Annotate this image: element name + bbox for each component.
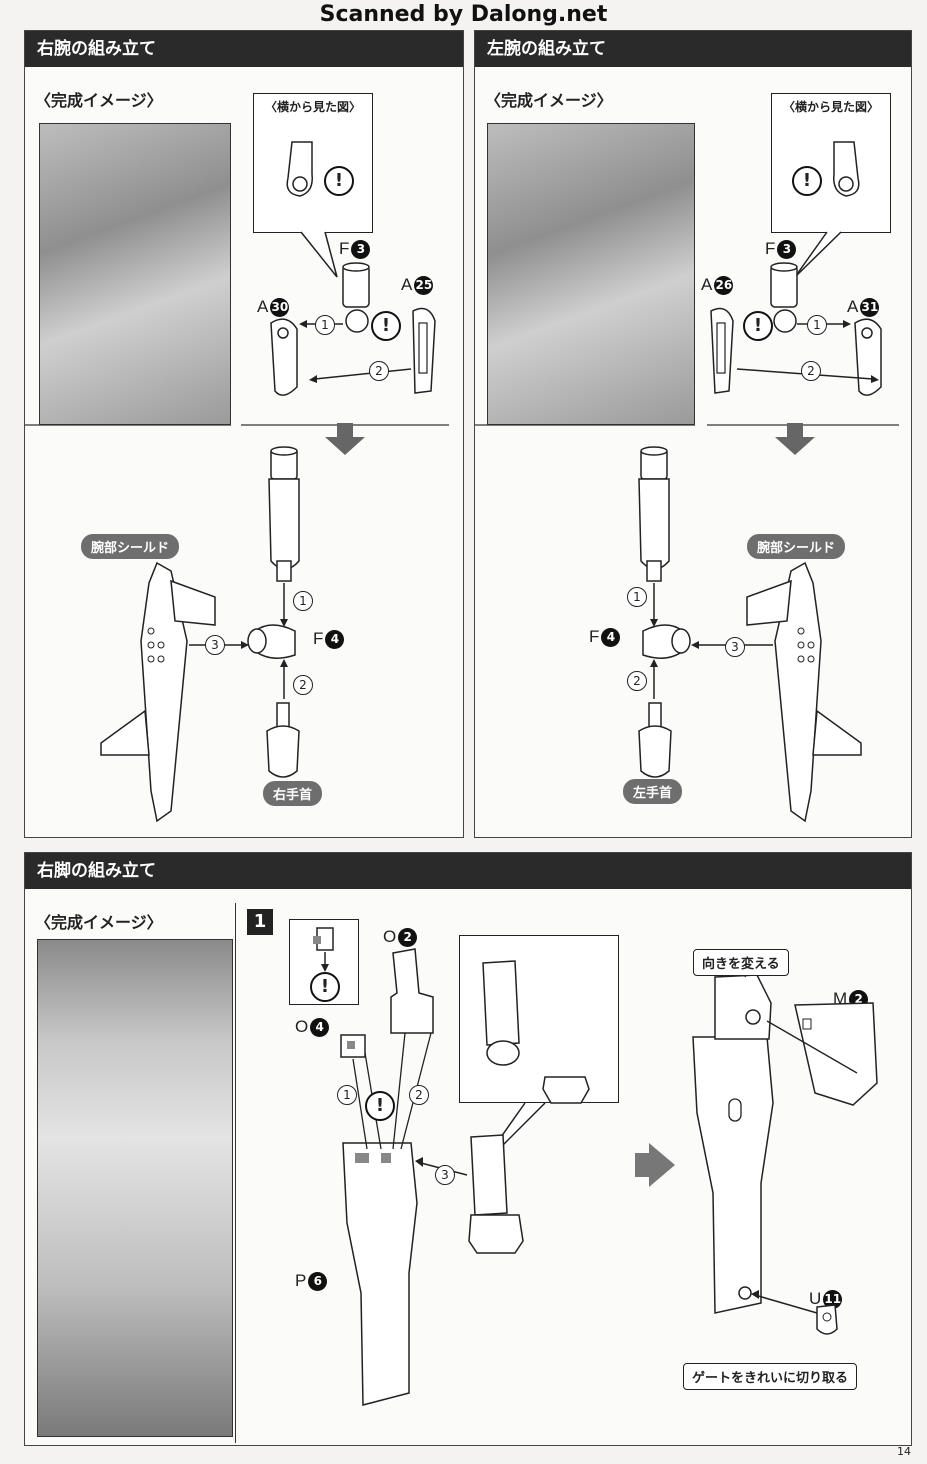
left-arm-completed-label: 〈完成イメージ〉 [485, 91, 613, 110]
warning-icon: ! [365, 1091, 395, 1121]
arm-shield-label: 腕部シールド [747, 534, 846, 559]
warning-icon: ! [371, 311, 401, 341]
step-3-marker: 3 [205, 635, 225, 655]
warning-icon: ! [743, 311, 773, 341]
side-view-part-drawing [833, 141, 860, 197]
part-detail-bubble: ! [289, 919, 359, 1005]
right-hand-label: 右手首 [263, 781, 323, 806]
step-2-marker: 2 [409, 1085, 429, 1105]
forearm-assembly-drawing [100, 446, 300, 823]
right-arm-completed-label: 〈完成イメージ〉 [35, 91, 163, 110]
warning-icon: ! [324, 166, 354, 196]
watermark: Scanned by Dalong.net [319, 2, 608, 27]
step-2-marker: 2 [369, 361, 389, 381]
leg-assembly-drawing [340, 948, 878, 1406]
right-arm-side-view-bubble: 〈横から見た図〉 ! [253, 93, 373, 233]
step-3-marker: 3 [435, 1165, 455, 1185]
step-2-marker: 2 [293, 675, 313, 695]
step-1-frame [235, 903, 902, 1443]
clip-detail-drawing [313, 927, 334, 972]
left-arm-completed-photo [487, 123, 695, 425]
step-2-marker: 2 [627, 671, 647, 691]
upper-arm-parts-drawing [710, 262, 882, 396]
warning-icon: ! [310, 972, 340, 1002]
step-1-marker: 1 [337, 1085, 357, 1105]
left-hand-label: 左手首 [623, 779, 683, 804]
gate-cut-note: ゲートをきれいに切り取る [683, 1363, 858, 1390]
down-arrow-icon [325, 423, 365, 455]
turn-direction-note: 向きを変える [693, 949, 789, 976]
left-arm-side-view-title: 〈横から見た図〉 [782, 100, 879, 114]
bubble-pointer [300, 231, 338, 278]
arm-shield-label: 腕部シールド [81, 534, 180, 559]
right-leg-completed-label: 〈完成イメージ〉 [35, 913, 163, 932]
step-1-marker: 1 [293, 591, 313, 611]
side-view-part-drawing [286, 141, 313, 197]
right-arm-side-view-title: 〈横から見た図〉 [264, 100, 361, 114]
warning-icon: ! [792, 166, 822, 196]
upper-arm-parts-drawing [270, 262, 436, 396]
step-1-marker: 1 [627, 587, 647, 607]
right-leg-title: 右脚の組み立て [25, 853, 911, 889]
page-number: 14 [897, 1445, 911, 1458]
step-number-box: 1 [247, 909, 273, 935]
right-arm-title: 右腕の組み立て [25, 31, 463, 67]
forearm-assembly-drawing [638, 446, 862, 823]
left-arm-title: 左腕の組み立て [475, 31, 911, 67]
right-leg-panel: 右脚の組み立て 〈完成イメージ〉 1 ! O2 O4 O18 W10 P6 M2… [24, 852, 912, 1446]
left-arm-side-view-bubble: 〈横から見た図〉 ! [771, 93, 891, 233]
step-3-marker: 3 [725, 637, 745, 657]
step-2-marker: 2 [801, 361, 821, 381]
down-arrow-icon [775, 423, 815, 455]
step-1-marker: 1 [315, 315, 335, 335]
step-1-marker: 1 [807, 315, 827, 335]
right-leg-completed-photo [37, 939, 233, 1437]
